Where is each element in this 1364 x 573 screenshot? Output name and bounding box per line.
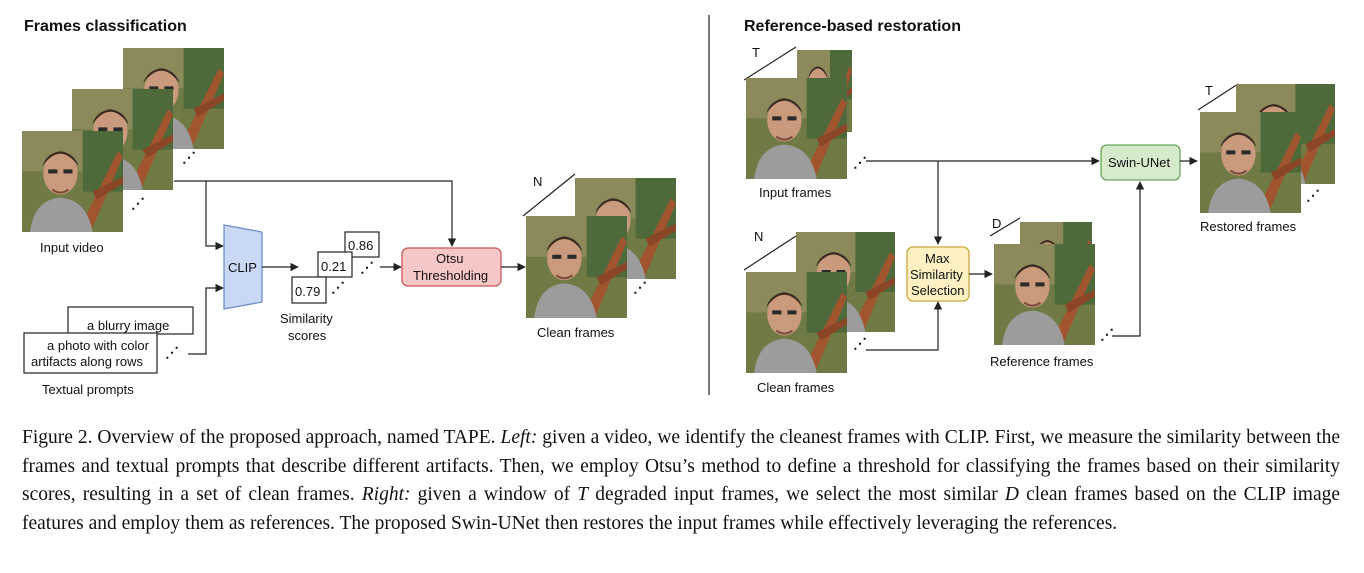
- otsu-label-line1: Otsu: [436, 251, 463, 266]
- ellipsis-icon: ⋰: [633, 279, 647, 295]
- input-frames-stack: T ⋰: [743, 45, 867, 179]
- figure-number: Figure 2.: [22, 427, 93, 448]
- input-video-label: Input video: [40, 240, 104, 255]
- reference-frames-label: Reference frames: [990, 354, 1094, 369]
- figure-caption: Figure 2. Overview of the proposed appro…: [22, 424, 1340, 538]
- ellipsis-icon: ⋰: [165, 344, 179, 360]
- prompt-color-artifacts-line1: a photo with color: [47, 338, 150, 353]
- caption-right-text-2: degraded input frames, we select the mos…: [588, 484, 1005, 505]
- reference-frames-stack: D ⋰: [989, 216, 1114, 345]
- score-mid: 0.21: [321, 259, 346, 274]
- caption-var-d: D: [1004, 484, 1019, 505]
- t-label-output: T: [1205, 83, 1213, 98]
- caption-left-label: Left:: [500, 427, 538, 448]
- restored-frames-label: Restored frames: [1200, 219, 1297, 234]
- prompt-color-artifacts-line2: artifacts along rows: [31, 354, 143, 369]
- score-bottom: 0.79: [295, 284, 320, 299]
- clip-encoder: CLIP: [223, 224, 263, 310]
- max-similarity-selection: Max Similarity Selection: [906, 246, 970, 302]
- overview-diagram: Frames classification ⋰ ⋰ Input video CL…: [22, 15, 1335, 397]
- similarity-label-line2: scores: [288, 328, 327, 343]
- clean-frames-label: Clean frames: [537, 325, 615, 340]
- max-sim-line2: Similarity: [910, 267, 963, 282]
- max-sim-line3: Selection: [911, 283, 964, 298]
- input-frames-label: Input frames: [759, 185, 832, 200]
- caption-right-text-3: clean frames based on the CLIP image fea…: [22, 484, 1341, 534]
- ellipsis-icon: ⋰: [853, 154, 867, 170]
- caption-right-text-1: given a window of: [410, 484, 578, 505]
- otsu-label-line2: Thresholding: [413, 268, 488, 283]
- textual-prompts-label: Textual prompts: [42, 382, 134, 397]
- similarity-scores: 0.86 ⋰ 0.21 ⋰ 0.79: [291, 231, 380, 304]
- caption-right-label: Right:: [361, 484, 411, 505]
- ellipsis-icon: ⋰: [331, 279, 345, 295]
- n-label-right: N: [754, 229, 763, 244]
- d-label: D: [992, 216, 1001, 231]
- prompt-blurry: a blurry image: [87, 318, 169, 333]
- ellipsis-icon: ⋰: [1100, 326, 1114, 342]
- caption-intro: Overview of the proposed approach, named…: [92, 427, 501, 448]
- ellipsis-icon: ⋰: [360, 259, 374, 275]
- caption-left-text: given a video, we identify the cleanest …: [22, 427, 1340, 505]
- textual-prompts: a blurry image a photo with color artifa…: [23, 306, 194, 374]
- swin-unet: Swin-UNet: [1100, 144, 1181, 181]
- clean-frames-stack-right: N ⋰: [743, 229, 895, 373]
- restored-frames-stack: T ⋰: [1197, 83, 1335, 213]
- max-sim-line1: Max: [925, 251, 950, 266]
- score-top: 0.86: [348, 238, 373, 253]
- t-label-input: T: [752, 45, 760, 60]
- swin-label: Swin-UNet: [1108, 155, 1171, 170]
- ellipsis-icon: ⋰: [1306, 187, 1320, 203]
- clean-frames-stack: N ⋰: [522, 173, 676, 318]
- ellipsis-icon: ⋰: [853, 335, 867, 351]
- clean-frames-label-right: Clean frames: [757, 380, 835, 395]
- ellipsis-icon: ⋰: [131, 195, 145, 211]
- ellipsis-icon: ⋰: [182, 149, 196, 165]
- left-panel-title: Frames classification: [24, 18, 187, 35]
- otsu-thresholding: Otsu Thresholding: [401, 247, 502, 287]
- caption-var-t: T: [577, 484, 589, 505]
- right-panel-title: Reference-based restoration: [744, 18, 961, 35]
- similarity-label-line1: Similarity: [280, 311, 333, 326]
- n-label: N: [533, 174, 542, 189]
- clip-label: CLIP: [228, 260, 257, 275]
- input-video-stack: ⋰ ⋰: [22, 48, 224, 232]
